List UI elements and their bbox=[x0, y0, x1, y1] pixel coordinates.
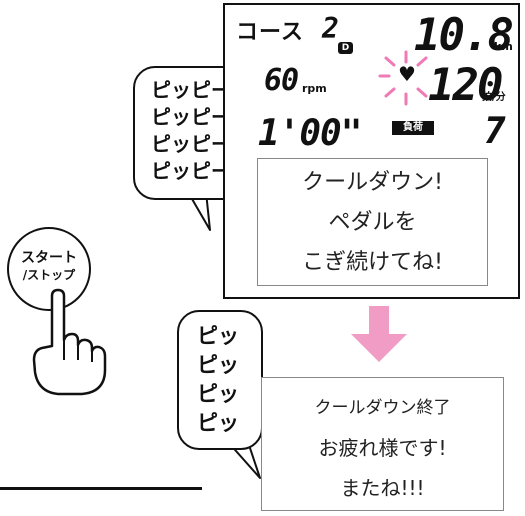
bubble-line: ピッピー bbox=[151, 78, 231, 102]
course-label: コース bbox=[236, 20, 304, 45]
start-stop-label-line2: /ストップ bbox=[22, 268, 76, 282]
pulse-value: 120 bbox=[428, 60, 503, 111]
bubble-line: ピッピー bbox=[151, 132, 231, 156]
cooldown-message-box: クールダウン! ペダルを こぎ続けてね! bbox=[257, 158, 488, 286]
down-arrow-icon bbox=[351, 306, 407, 362]
short-beep-bubble: ピッ ピッ ピッ ピッ bbox=[177, 310, 263, 450]
message-line: お疲れ様です! bbox=[318, 436, 447, 460]
course-number: 2 bbox=[322, 12, 339, 45]
mode-badge: D bbox=[338, 42, 353, 54]
bubble-line: ピッ bbox=[197, 324, 239, 348]
pointing-hand-icon bbox=[32, 288, 107, 396]
cadence-unit: rpm bbox=[302, 82, 327, 95]
start-stop-button[interactable] bbox=[7, 227, 91, 311]
message-line: またね!!! bbox=[340, 476, 425, 500]
load-value: 7 bbox=[484, 111, 506, 152]
distance-value: 10.8 bbox=[414, 10, 514, 61]
heart-icon: ♥ bbox=[398, 62, 416, 86]
message-line: ペダルを bbox=[328, 210, 417, 235]
elapsed-time: 1'00" bbox=[258, 113, 362, 154]
message-line: クールダウン! bbox=[302, 170, 443, 195]
pulse-unit: 拍/分 bbox=[482, 92, 506, 103]
bubble-line: ピッ bbox=[197, 353, 239, 377]
cadence-value: 60 bbox=[264, 63, 299, 98]
heart-flash-icon bbox=[378, 50, 428, 106]
message-line: クールダウン終了 bbox=[314, 398, 451, 418]
bubble-line: ピッ bbox=[197, 382, 239, 406]
bubble-line: ピッ bbox=[197, 411, 239, 435]
finished-message-box: クールダウン終了 お疲れ様です! またね!!! bbox=[261, 377, 504, 511]
divider-line bbox=[0, 487, 202, 490]
message-line: こぎ続けてね! bbox=[302, 250, 443, 275]
start-stop-label-line1: スタート bbox=[21, 250, 77, 266]
load-badge: 負荷 bbox=[392, 121, 434, 135]
distance-unit: km bbox=[494, 40, 513, 53]
bubble-line: ピッピー bbox=[151, 105, 231, 129]
bubble-line: ピッピー bbox=[151, 159, 231, 183]
